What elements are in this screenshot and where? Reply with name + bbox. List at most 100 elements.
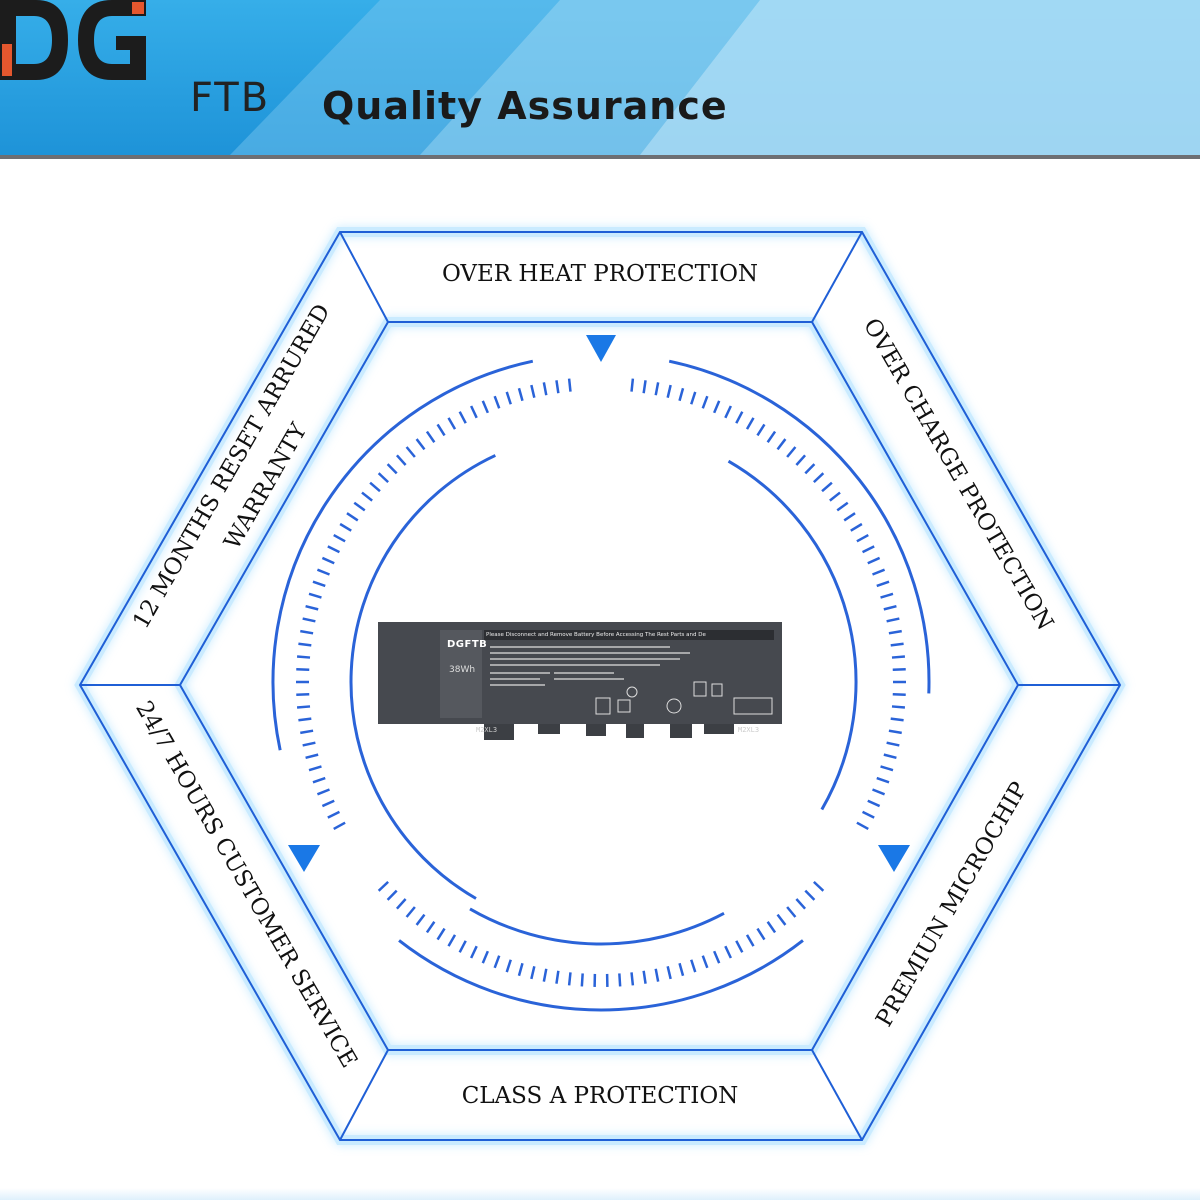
arc-outer-top-left [271,359,534,751]
ring-tick [300,729,314,735]
ring-tick [804,463,816,475]
ring-tick [555,970,560,984]
ring-tick [735,411,744,424]
arc-outer-top-right [668,359,931,694]
arc-segments [271,359,931,1012]
ring-tick [776,438,787,451]
ring-tick [883,604,897,611]
ring-tick [517,387,524,402]
arc-inner-right [727,459,858,811]
ring-tick [405,446,416,458]
ring-tick [804,889,816,901]
ring-tick [300,629,314,635]
ring-tick [542,382,548,396]
ring-tick [415,438,426,451]
ring-tick [745,934,755,947]
ring-tick [298,717,312,722]
ring-tick [298,642,312,647]
ring-tick [425,430,436,443]
ring-tick [642,970,647,984]
ring-tick [327,545,341,554]
battery-body [378,622,782,740]
ring-tick [654,382,660,396]
ring-tick [724,405,732,419]
ring-tick [302,741,316,747]
ring-tick [333,821,346,831]
ring-tick [666,384,672,399]
arc-inner-bottom [469,907,725,946]
ring-tick [308,592,322,599]
ring-tick [530,384,536,399]
ring-tick [470,405,478,419]
ring-tick [745,417,755,430]
hexagon-spokes [80,231,1120,1141]
ring-tick [713,950,721,964]
arrow-down-left-icon [288,845,320,872]
ring-tick [690,391,697,405]
ring-tick [883,753,897,760]
banner-divider [0,155,1200,159]
ring-tick [888,629,902,635]
ring-tick [333,533,346,543]
label-customer-service: 24/7 HOURS CUSTOMER SERVICE [130,697,362,1073]
battery-image: DGFTB 38Wh Please Disconnect and Remove … [374,620,784,744]
ring-tick [678,387,685,402]
battery-warning: Please Disconnect and Remove Battery Bef… [486,632,706,638]
ring-tick [327,810,341,819]
ring-tick [395,454,407,466]
ring-tick [386,463,398,475]
brand-suffix: FTB [190,75,271,121]
ring-tick [892,692,906,697]
ring-tick [856,533,869,543]
ring-tick [580,973,584,987]
ring-tick [567,378,572,392]
ring-tick [377,880,389,892]
ring-tick [470,945,478,959]
ring-tick [872,568,886,576]
ring-tick [296,667,310,672]
ring-tick [642,380,647,394]
ring-tick [756,423,766,437]
ring-tick [630,378,635,392]
ring-tick [836,501,849,512]
ring-tick [795,898,807,910]
ring-tick [505,959,512,973]
ring-tick [436,927,446,941]
ring-tick [821,481,833,493]
ring-tick [312,776,326,784]
tagline: Quality Assurance [322,84,728,128]
ring-tick [316,788,330,796]
ring-tick [880,765,894,772]
ring-tick [654,968,660,982]
ring-tick [701,955,709,969]
ring-tick [530,965,536,980]
ring-tick [296,692,310,697]
ring-tick [377,472,389,484]
ring-tick [891,705,906,709]
ring-tick [425,921,436,934]
ring-tick [890,642,904,647]
ring-tick [890,717,904,722]
ring-tick [666,965,672,980]
ring-tick [786,446,797,458]
ring-tick [458,411,467,424]
header-banner: FTB Quality Assurance [0,0,1200,155]
ring-tick [766,430,777,443]
ring-tick [891,655,906,659]
ring-tick [886,617,900,623]
ring-tick [555,380,560,394]
ring-tick [481,950,489,964]
ring-tick [876,776,890,784]
ring-tick [856,821,869,831]
ring-tick [892,667,906,672]
battery-capacity: 38Wh [449,665,476,675]
ring-tick [766,921,777,934]
arc-outer-bottom [398,939,804,1012]
ring-tick [786,906,797,918]
ring-tick [316,568,330,576]
ring-tick [850,522,863,532]
ring-tick [829,491,841,502]
ring-tick [405,906,416,918]
battery-brand: DGFTB [447,639,488,650]
